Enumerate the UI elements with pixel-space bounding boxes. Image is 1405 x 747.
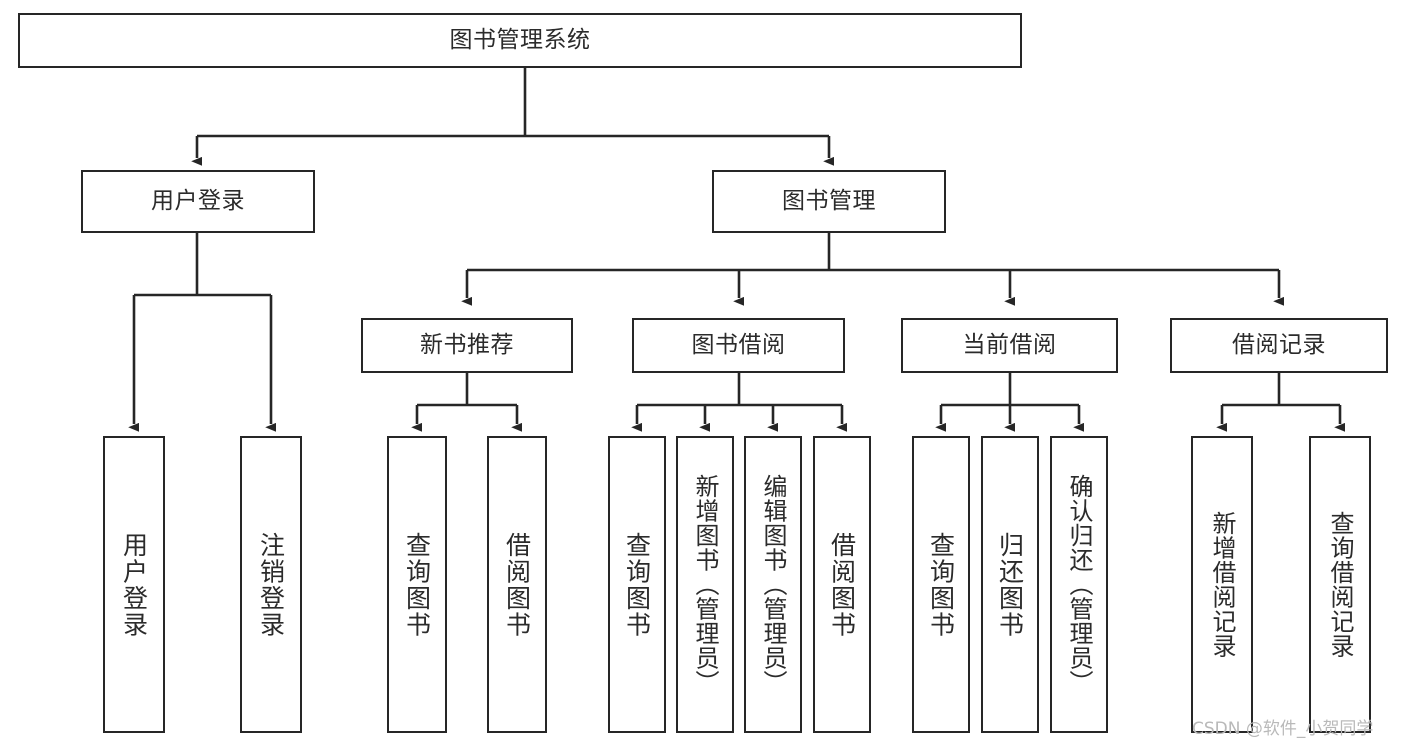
node-book-borrow[interactable]: 图书借阅 (632, 318, 845, 373)
leaf-borrow-book-new[interactable]: 借阅图书 (487, 436, 547, 733)
node-label: 归还图书 (995, 531, 1025, 638)
leaf-query-borrow-record[interactable]: 查询借阅记录 (1309, 436, 1371, 733)
node-label: 新增图书（管理员） (691, 474, 719, 695)
leaf-confirm-return-admin[interactable]: 确认归还（管理员） (1050, 436, 1108, 733)
leaf-add-borrow-record[interactable]: 新增借阅记录 (1191, 436, 1253, 733)
node-label: 编辑图书（管理员） (759, 474, 787, 695)
node-label: 图书管理 (782, 187, 876, 214)
leaf-query-book-current[interactable]: 查询图书 (912, 436, 970, 733)
node-label: 查询图书 (622, 531, 652, 638)
node-new-book-recommend[interactable]: 新书推荐 (361, 318, 573, 373)
node-label: 查询借阅记录 (1326, 511, 1354, 658)
leaf-add-book-admin[interactable]: 新增图书（管理员） (676, 436, 734, 733)
node-label: 图书管理系统 (449, 26, 591, 53)
leaf-query-book-borrow[interactable]: 查询图书 (608, 436, 666, 733)
node-label: 用户登录 (119, 531, 149, 638)
node-label: 借阅图书 (502, 531, 532, 638)
node-user-login[interactable]: 用户登录 (81, 170, 315, 233)
node-book-management[interactable]: 图书管理 (712, 170, 946, 233)
leaf-return-book[interactable]: 归还图书 (981, 436, 1039, 733)
node-label: 查询图书 (926, 531, 956, 638)
node-label: 当前借阅 (962, 331, 1057, 358)
node-label: 注销登录 (256, 531, 286, 638)
node-label: 新增借阅记录 (1208, 511, 1236, 658)
node-label: 借阅记录 (1232, 331, 1326, 358)
leaf-user-logout[interactable]: 注销登录 (240, 436, 302, 733)
leaf-edit-book-admin[interactable]: 编辑图书（管理员） (744, 436, 802, 733)
node-current-borrow[interactable]: 当前借阅 (901, 318, 1118, 373)
leaf-query-book-new[interactable]: 查询图书 (387, 436, 447, 733)
csdn-watermark: CSDN @软件_小贺同学 (1192, 719, 1374, 739)
node-label: 图书借阅 (691, 331, 786, 358)
node-borrow-record[interactable]: 借阅记录 (1170, 318, 1388, 373)
node-root-system[interactable]: 图书管理系统 (18, 13, 1022, 68)
node-label: 确认归还（管理员） (1065, 474, 1093, 695)
node-label: 借阅图书 (827, 531, 857, 638)
node-label: 用户登录 (151, 187, 245, 214)
leaf-borrow-book[interactable]: 借阅图书 (813, 436, 871, 733)
node-label: 新书推荐 (420, 331, 514, 358)
leaf-user-login[interactable]: 用户登录 (103, 436, 165, 733)
node-label: 查询图书 (402, 531, 432, 638)
